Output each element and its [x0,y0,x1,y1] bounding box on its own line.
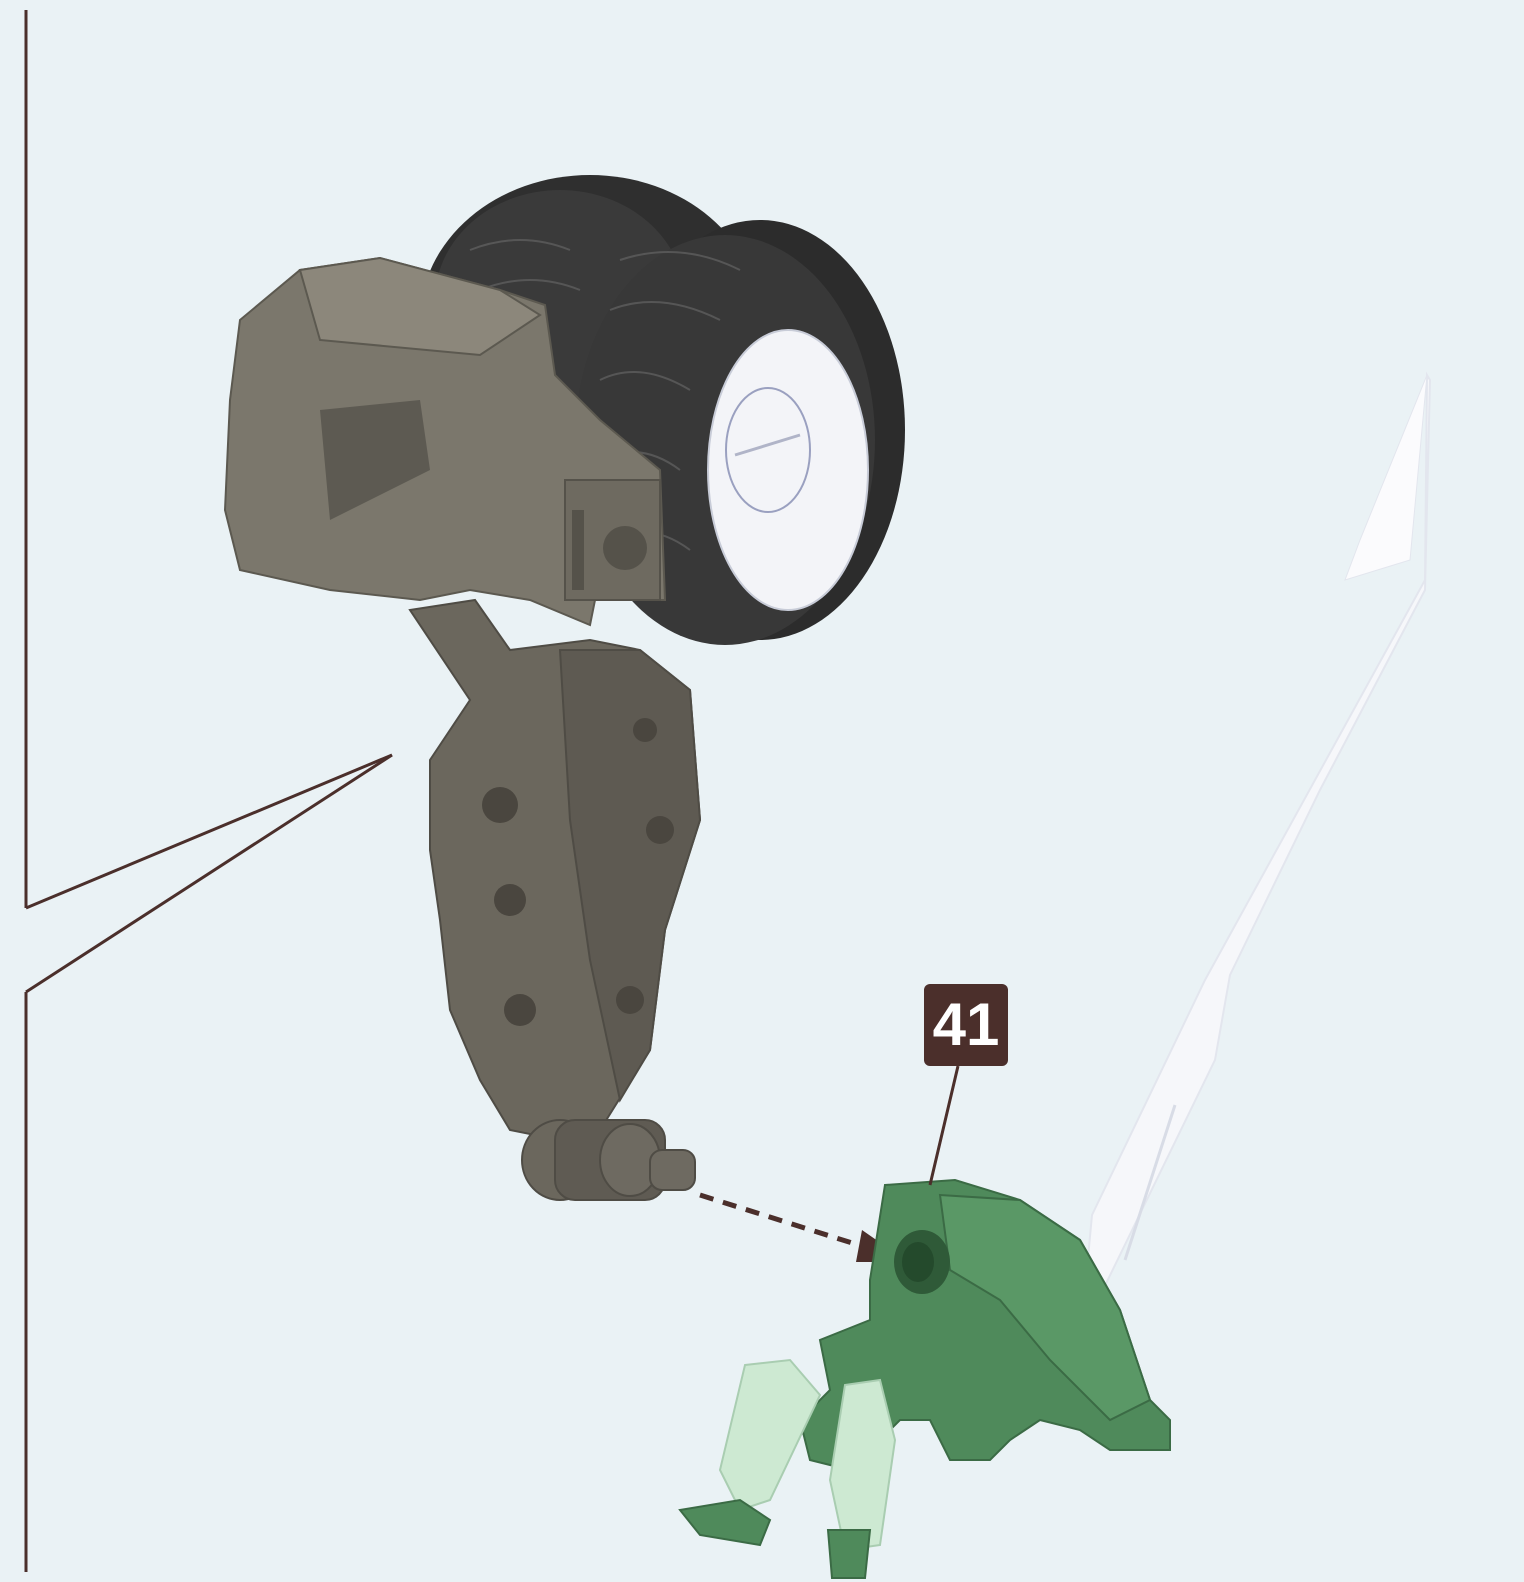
sword-blade [1085,375,1430,1300]
part-number-label: 41 [924,984,1008,1066]
callout-bracket [26,10,392,1572]
part-label-leader [930,1066,958,1185]
gray-leg-part [410,600,700,1200]
